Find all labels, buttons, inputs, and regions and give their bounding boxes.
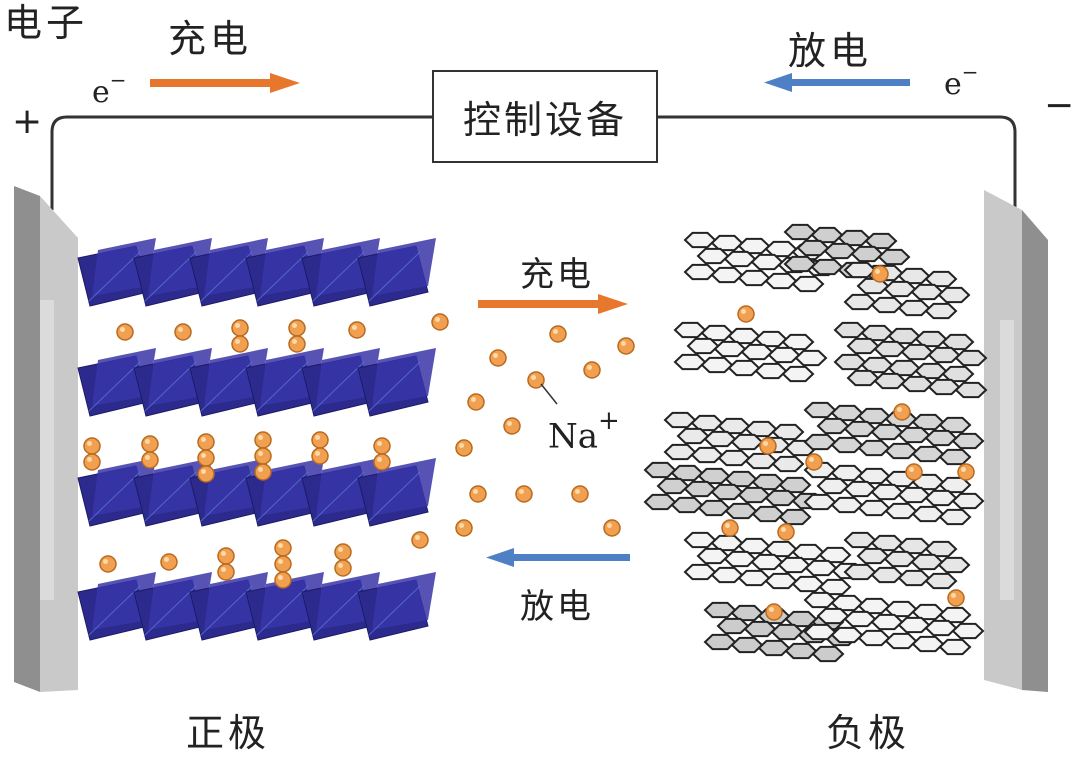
sodium-ion [455, 519, 473, 537]
graphite-sheet [803, 461, 985, 526]
sodium-ion [217, 547, 235, 565]
sodium-ion [455, 439, 473, 457]
cathode-layer [77, 458, 436, 527]
cathode-layer [77, 348, 436, 417]
sodium-ion [411, 531, 429, 549]
graphite-sheet [643, 461, 825, 526]
sodium-ion [905, 463, 923, 481]
sodium-ion [274, 571, 292, 589]
sodium-ion [288, 319, 306, 337]
ion-pointer-line [540, 383, 558, 405]
sodium-ion [721, 519, 739, 537]
sodium-ion [373, 453, 391, 471]
cathode-layer [77, 572, 436, 641]
graphite-sheet [803, 401, 985, 466]
top-discharge-label: 放电 [788, 29, 873, 73]
sodium-ion [467, 393, 485, 411]
sodium-ion [99, 555, 117, 573]
graphite-sheet [663, 411, 818, 473]
negative-terminal-sign: − [1044, 85, 1075, 126]
sodium-ion [348, 321, 366, 339]
sodium-ion-label: Na+ [548, 406, 620, 457]
graphite-sheet [843, 531, 971, 590]
graphite-sheet [673, 321, 828, 383]
sodium-ion [197, 433, 215, 451]
graphite-sheet [683, 531, 865, 596]
sodium-ion [571, 485, 589, 503]
sodium-ion [254, 463, 272, 481]
sodium-ion [583, 361, 601, 379]
sodium-ion [947, 589, 965, 607]
sodium-ion [217, 563, 235, 581]
middle-discharge-label: 放电 [520, 587, 594, 627]
control-device-box: 控制设备 [432, 70, 658, 163]
sodium-ion [274, 555, 292, 573]
sodium-ion [254, 431, 272, 449]
graphite-sheet [803, 591, 985, 656]
sodium-ion [160, 553, 178, 571]
sodium-ion [334, 559, 352, 577]
sodium-ion [617, 337, 635, 355]
sodium-ion [311, 447, 329, 465]
negative-electrode-plate [984, 190, 1048, 692]
cathode-layer [77, 238, 436, 307]
electron-symbol-left: e− [92, 68, 127, 110]
sodium-ion [805, 453, 823, 471]
sodium-ion [765, 603, 783, 621]
sodium-ion [254, 447, 272, 465]
sodium-ion [141, 435, 159, 453]
sodium-ion [503, 417, 521, 435]
sodium-ion [311, 431, 329, 449]
sodium-ion [957, 463, 975, 481]
sodium-ion [334, 543, 352, 561]
graphite-sheet [783, 223, 911, 282]
charge-arrow-top [150, 73, 300, 93]
circuit-wire-right [658, 115, 1017, 210]
cathode-layers [77, 238, 436, 641]
electron-title: 电子 [4, 1, 89, 45]
middle-charge-label: 充电 [520, 255, 594, 295]
sodium-ion [603, 519, 621, 537]
sodium-ion [274, 539, 292, 557]
sodium-ion [83, 453, 101, 471]
sodium-ion [197, 465, 215, 483]
electron-symbol-right: e− [944, 60, 979, 102]
discharge-arrow-middle [486, 548, 630, 567]
discharge-arrow-top [764, 73, 910, 92]
top-charge-label: 充电 [168, 17, 253, 61]
sodium-ion [431, 313, 449, 331]
graphite-sheet [833, 321, 988, 399]
sodium-ion [469, 485, 487, 503]
negative-electrode-label: 负极 [826, 711, 911, 755]
positive-electrode-plate [14, 186, 78, 692]
anode-graphite-sheets [643, 223, 988, 663]
sodium-ion [871, 265, 889, 283]
sodium-ion [737, 305, 755, 323]
sodium-ion [231, 319, 249, 337]
control-device-label: 控制设备 [462, 98, 627, 142]
graphite-sheet [843, 261, 971, 320]
positive-terminal-sign: + [12, 101, 43, 142]
sodium-ion [116, 323, 134, 341]
circuit-wire-left [50, 115, 432, 210]
sodium-ion [489, 349, 507, 367]
sodium-ion [893, 403, 911, 421]
sodium-ion [288, 335, 306, 353]
sodium-ion [141, 451, 159, 469]
sodium-ion [174, 323, 192, 341]
sodium-ion [759, 437, 777, 455]
sodium-ion [83, 437, 101, 455]
sodium-ion [197, 449, 215, 467]
sodium-ion [515, 485, 533, 503]
sodium-ion [373, 437, 391, 455]
sodium-ion [777, 523, 795, 541]
positive-electrode-label: 正极 [186, 711, 271, 755]
charge-arrow-middle [478, 294, 628, 314]
sodium-ions [83, 265, 975, 621]
sodium-ion [231, 335, 249, 353]
sodium-ion [549, 325, 567, 343]
